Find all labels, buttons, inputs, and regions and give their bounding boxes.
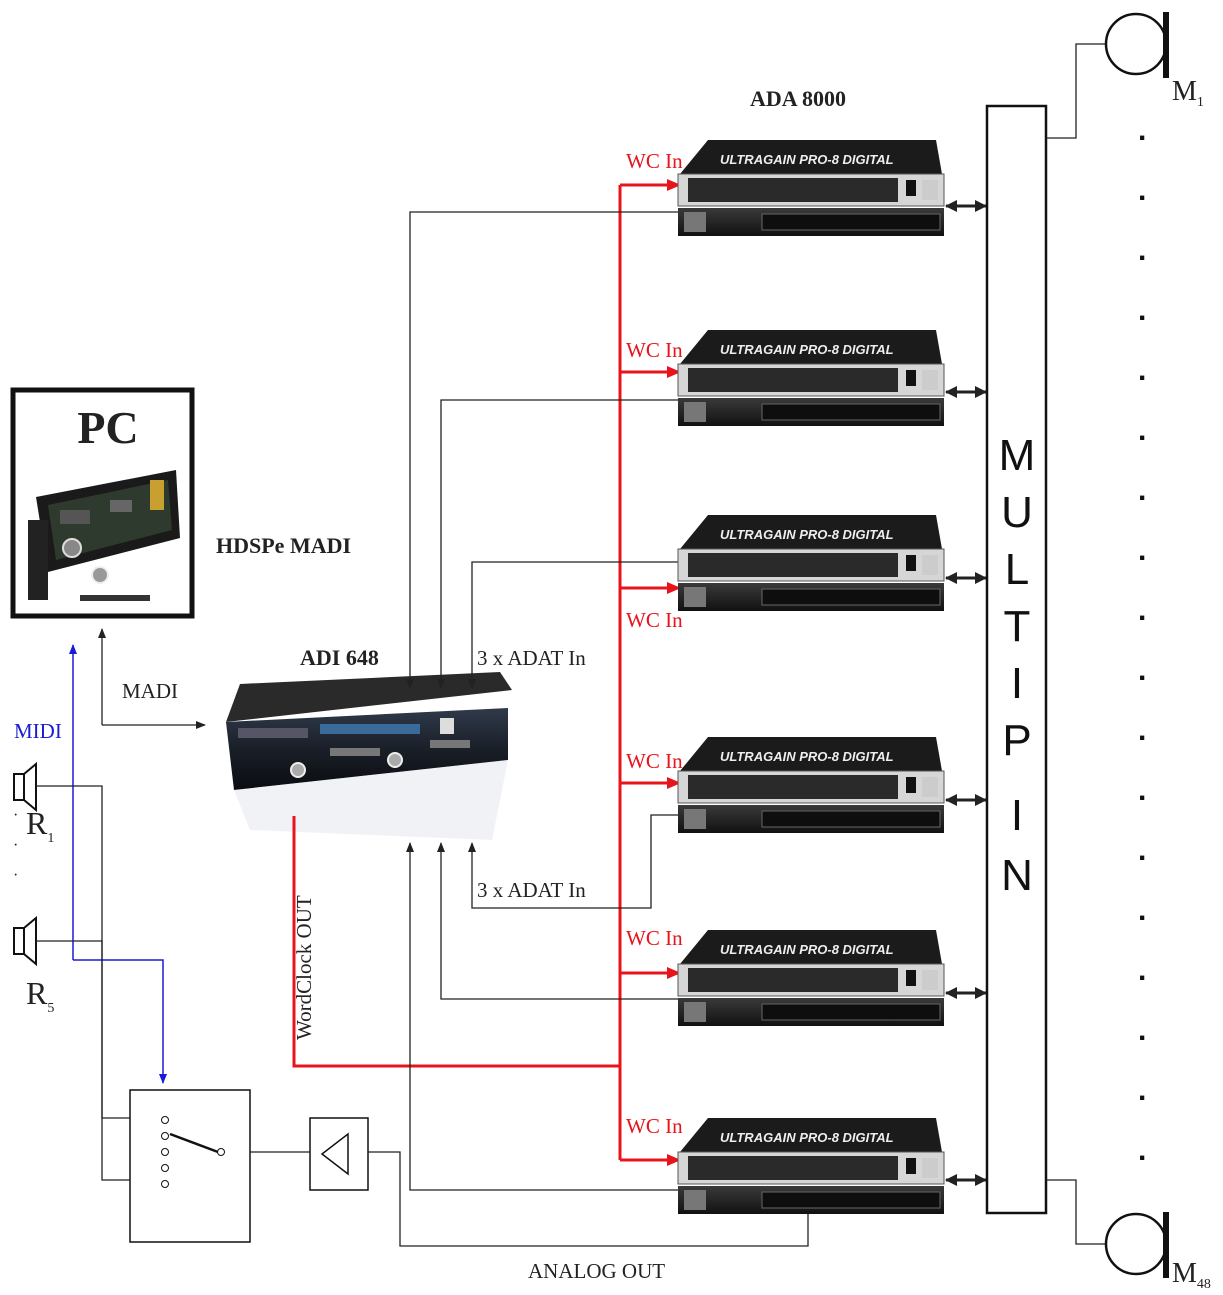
svg-text:.: . xyxy=(1138,354,1146,387)
wc-in-label-6: WC In xyxy=(626,1114,683,1138)
ada-8000-unit-2: ULTRAGAIN PRO-8 DIGITAL xyxy=(677,330,945,426)
madi-card-image xyxy=(28,470,180,601)
svg-text:.: . xyxy=(1138,1074,1146,1107)
ada-8000-unit-3: ULTRAGAIN PRO-8 DIGITAL xyxy=(677,515,945,611)
svg-text:.: . xyxy=(1138,174,1146,207)
madi-connection xyxy=(98,628,206,729)
multipin-letter-6: P xyxy=(1002,716,1031,765)
multipin-letter-7: I xyxy=(1011,791,1023,840)
svg-text:.: . xyxy=(1138,654,1146,687)
midi-connection xyxy=(69,644,167,1084)
multipin-letter-4: T xyxy=(1004,602,1031,651)
ada-8000-unit-1: ULTRAGAIN PRO-8 DIGITAL xyxy=(677,140,945,236)
ada-brand-2: ULTRAGAIN PRO-8 DIGITAL xyxy=(720,342,894,357)
mic-top-label: M1 xyxy=(1172,76,1204,110)
svg-text:.: . xyxy=(1138,234,1146,267)
ada-brand-3: ULTRAGAIN PRO-8 DIGITAL xyxy=(720,527,894,542)
svg-text:.: . xyxy=(1138,774,1146,807)
svg-text:.: . xyxy=(1138,474,1146,507)
svg-text:.: . xyxy=(1138,1014,1146,1047)
analog-out-label: ANALOG OUT xyxy=(528,1259,665,1283)
wc-in-label-5: WC In xyxy=(626,926,683,950)
svg-text:.: . xyxy=(1138,414,1146,447)
ada-brand-1: ULTRAGAIN PRO-8 DIGITAL xyxy=(720,152,894,167)
mic-continuation-dots: . . . . . . . . . . . . . . . . . . xyxy=(1138,114,1146,1167)
svg-text:·: · xyxy=(13,867,18,884)
adat-in-label-bottom: 3 x ADAT In xyxy=(477,878,586,902)
madi-label: MADI xyxy=(122,679,178,703)
ada-brand-6: ULTRAGAIN PRO-8 DIGITAL xyxy=(720,1130,894,1145)
wc-in-label-2: WC In xyxy=(626,338,683,362)
svg-text:.: . xyxy=(1138,534,1146,567)
adi-648-label: ADI 648 xyxy=(300,645,379,670)
svg-text:.: . xyxy=(1138,294,1146,327)
ada-8000-unit-5: ULTRAGAIN PRO-8 DIGITAL xyxy=(677,930,945,1026)
ada-brand-5: ULTRAGAIN PRO-8 DIGITAL xyxy=(720,942,894,957)
svg-text:.: . xyxy=(1138,594,1146,627)
microphone-top-icon xyxy=(1046,12,1169,139)
wordclock-bus xyxy=(292,179,681,1166)
speaker-top-label: R1 xyxy=(26,805,54,846)
multipin-letter-8: N xyxy=(1001,851,1033,900)
speaker-bottom-icon xyxy=(13,915,37,967)
wc-in-label-1: WC In xyxy=(626,149,683,173)
hdspe-madi-label: HDSPe MADI xyxy=(216,533,351,558)
mic-bottom-label: M48 xyxy=(1172,1258,1211,1292)
svg-text:.: . xyxy=(1138,1134,1146,1167)
svg-text:·: · xyxy=(13,807,18,824)
multipin-letter-2: U xyxy=(1001,488,1033,537)
svg-text:.: . xyxy=(1138,894,1146,927)
multipin-letter-3: L xyxy=(1005,545,1029,594)
adi-648-device xyxy=(226,672,512,840)
svg-text:.: . xyxy=(1138,834,1146,867)
adat-in-label-top: 3 x ADAT In xyxy=(477,646,586,670)
svg-text:.: . xyxy=(1138,114,1146,147)
analog-out-wiring xyxy=(250,1151,809,1247)
pc-label: PC xyxy=(77,402,138,453)
multipin-letter-1: M xyxy=(999,431,1036,480)
multipin-box: M U L T I P I N xyxy=(985,104,1048,1215)
midi-label: MIDI xyxy=(14,719,62,743)
pc-box: PC xyxy=(10,387,195,619)
svg-text:.: . xyxy=(1138,714,1146,747)
speaker-top-icon xyxy=(13,761,37,813)
ada-8000-unit-4: ULTRAGAIN PRO-8 DIGITAL xyxy=(677,737,945,833)
ada-8000-unit-6: ULTRAGAIN PRO-8 DIGITAL xyxy=(677,1118,945,1214)
wordclock-out-label: WordClock OUT xyxy=(292,895,316,1040)
microphone-bottom-icon xyxy=(1046,1179,1169,1278)
adat-connections xyxy=(406,211,680,1191)
svg-text:.: . xyxy=(1138,954,1146,987)
speaker-bottom-label: R5 xyxy=(26,975,54,1016)
multipin-letter-5: I xyxy=(1011,659,1023,708)
ada-8000-label: ADA 8000 xyxy=(750,86,846,111)
multipin-links xyxy=(945,200,987,1186)
amplifier-icon xyxy=(309,1117,369,1191)
wc-in-label-4: WC In xyxy=(626,749,683,773)
svg-text:·: · xyxy=(13,837,18,854)
wc-in-label-3: WC In xyxy=(626,608,683,632)
speaker-switch xyxy=(129,1089,251,1243)
ada-brand-4: ULTRAGAIN PRO-8 DIGITAL xyxy=(720,749,894,764)
